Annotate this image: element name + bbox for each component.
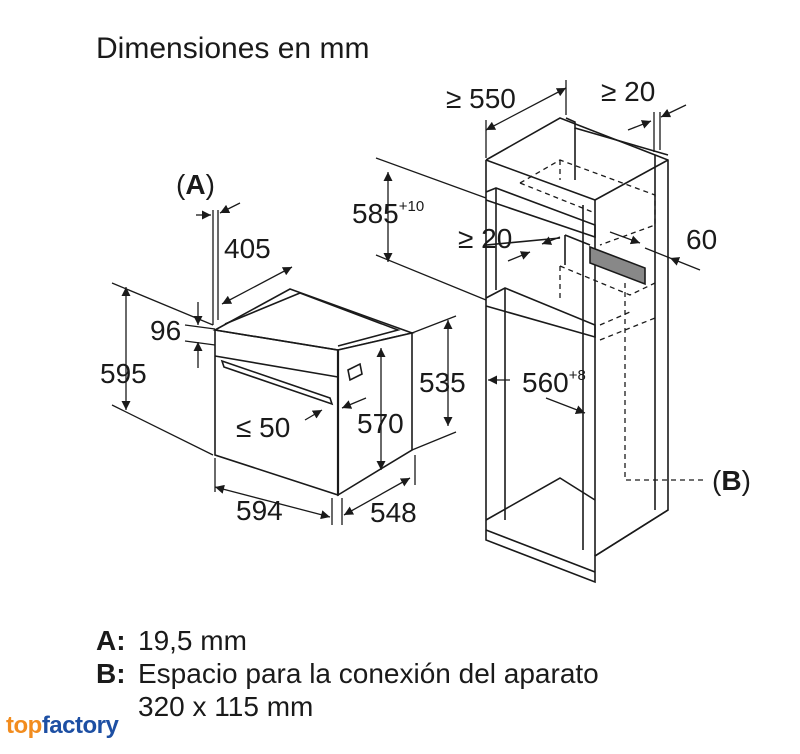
label-570: 570 [357, 408, 404, 439]
oven-handle [220, 359, 334, 406]
label-ge-20-top: ≥ 20 [601, 76, 655, 107]
legend-text-b2: 320 x 115 mm [138, 691, 314, 722]
label-535: 535 [419, 367, 466, 398]
label-585: 585+10 [352, 198, 424, 229]
label-ge-20-mid: ≥ 20 [458, 223, 512, 254]
label-560: 560+8 [522, 367, 586, 398]
cabinet-dashed [519, 159, 705, 481]
legend-row-b: B: Espacio para la conexión del aparato [96, 657, 599, 690]
legend-row-b2: 320 x 115 mm [96, 690, 599, 723]
legend-text-b: Espacio para la conexión del aparato [138, 658, 599, 689]
legend-key-b: B: [96, 658, 126, 689]
dimension-labels: (A) 405 96 595 ≤ 50 594 548 570 535 ≥ 55… [100, 76, 751, 528]
label-60: 60 [686, 224, 717, 255]
vent-block [589, 245, 646, 286]
label-405: 405 [224, 233, 271, 264]
label-594: 594 [236, 495, 283, 526]
label-595: 595 [100, 358, 147, 389]
diagram-title: Dimensiones en mm [96, 32, 370, 65]
marker-a: (A) [176, 169, 215, 200]
legend-row-a: A: 19,5 mm [96, 624, 599, 657]
marker-b: (B) [712, 465, 751, 496]
legend: A: 19,5 mm B: Espacio para la conexión d… [96, 624, 599, 723]
label-le-50: ≤ 50 [236, 412, 290, 443]
label-96: 96 [150, 315, 181, 346]
label-ge-550: ≥ 550 [446, 83, 516, 114]
label-548: 548 [370, 497, 417, 528]
oven-dimensions [111, 202, 457, 525]
cabinet-dimensions [375, 80, 701, 414]
topfactory-logo: topfactory [6, 712, 119, 739]
oven-knob [347, 362, 363, 382]
legend-key-a: A: [96, 625, 126, 656]
legend-text-a: 19,5 mm [138, 625, 247, 656]
oven-drawing [212, 288, 415, 497]
cabinet-drawing [485, 117, 669, 584]
